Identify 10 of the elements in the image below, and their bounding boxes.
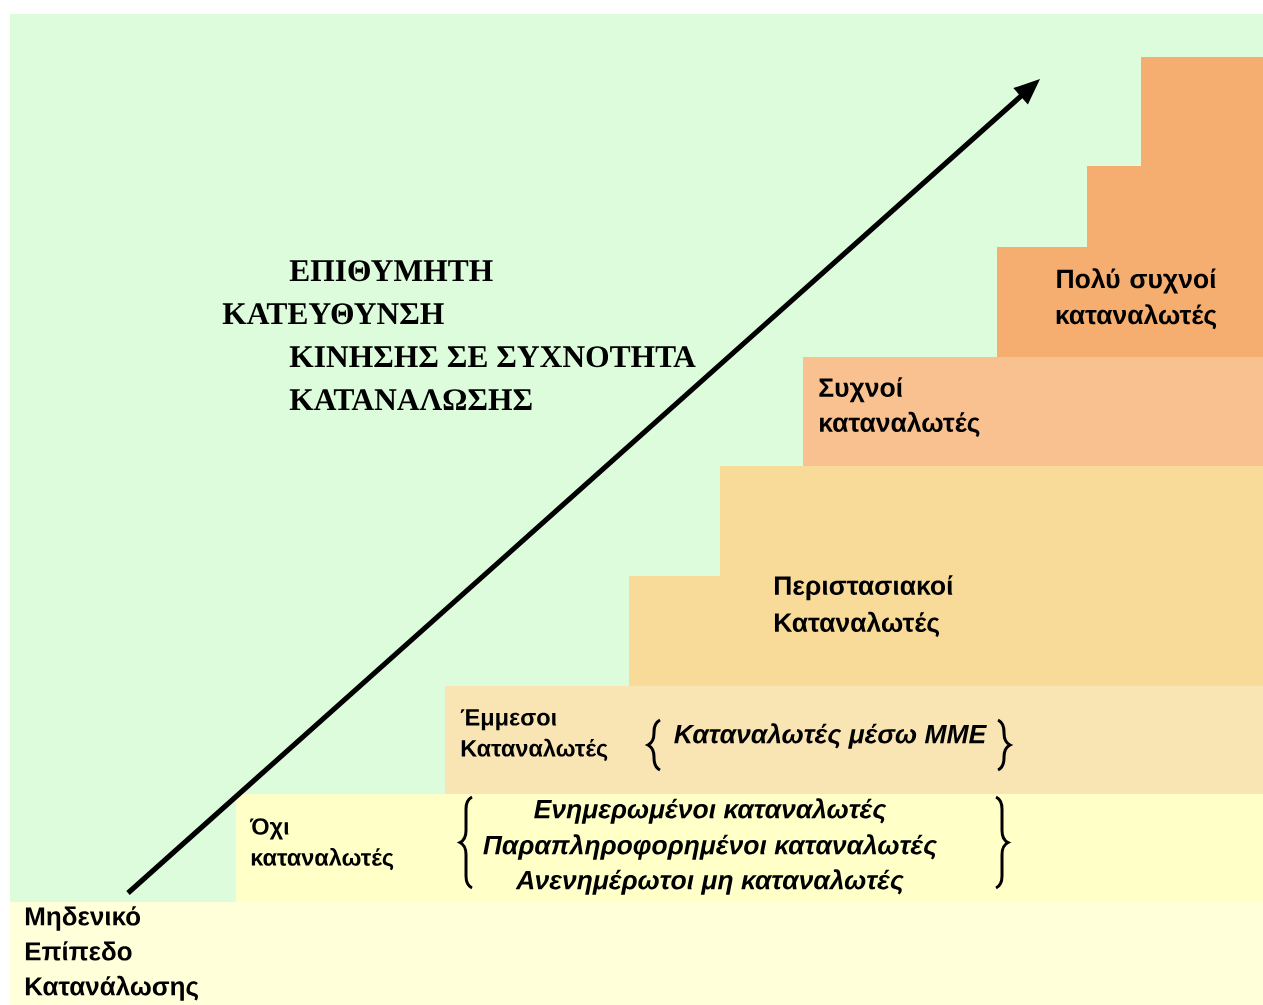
stair-step: Περιστασιακοί Καταναλωτές [629, 466, 1263, 686]
heading-text: ΕΠΙΘΥΜΗΤΗ [289, 260, 493, 282]
heading-text: ΚΙΝΗΣΗΣ ΣΕ ΣΥΧΝΟΤΗΤΑ [289, 346, 696, 368]
heading-text: ΚΑΤΕΥΘΥΝΣΗ [222, 303, 444, 325]
stair-step: Συχνοί καταναλωτές [803, 357, 1263, 466]
stair-step: Μηδενικό Επίπεδο Κατανάλωσης [10, 902, 1263, 1005]
heading-text: ΚΑΤΑΝΑΛΩΣΗΣ [289, 389, 532, 410]
stair-step: Όχι καταναλωτές Ενημερωμένοι καταναλωτές Παραπληροφορημένοι καταναλωτές Ανενημέρωτοι μη καταναλωτές [236, 794, 1263, 902]
stair-step: Έμμεσοι Καταναλωτές Καταναλωτές μέσω ΜΜΕ [445, 686, 1263, 794]
stair-step: Πολύ συχνοί καταναλωτές [997, 57, 1263, 357]
